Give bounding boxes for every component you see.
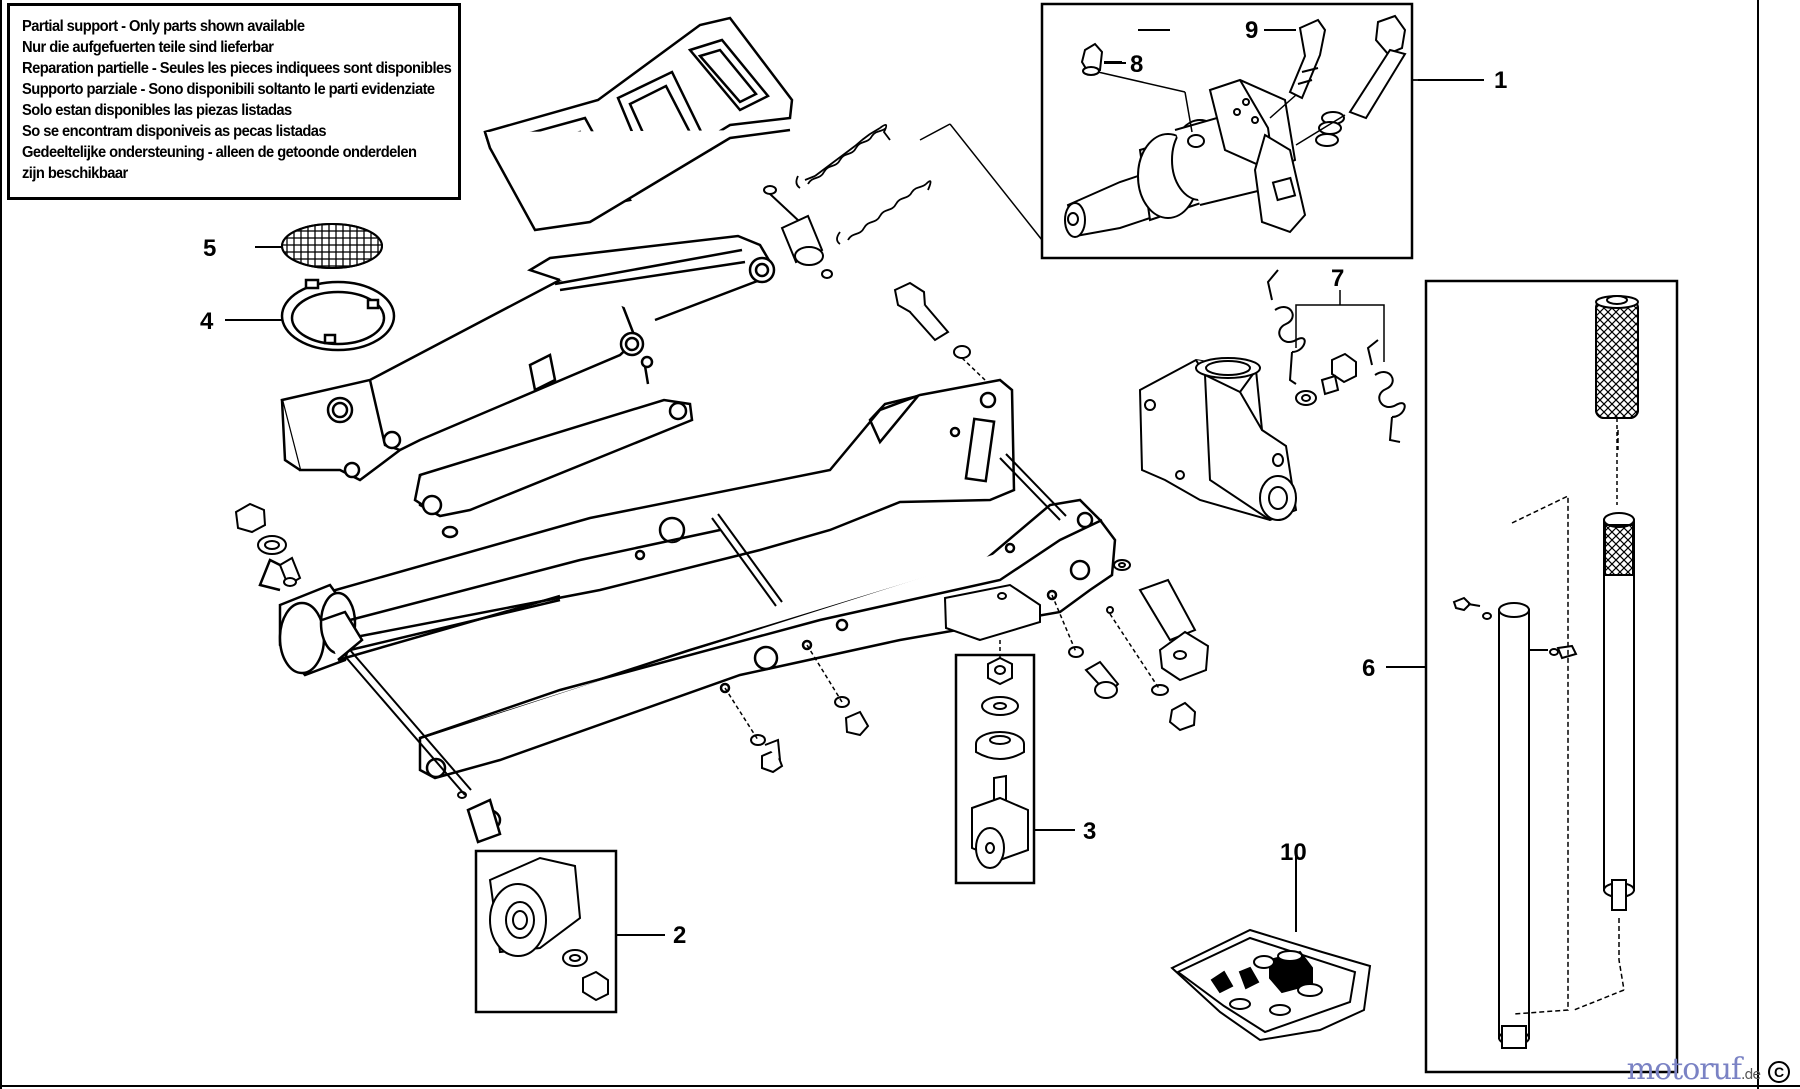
watermark-logo: motoruf.de (1626, 1052, 1761, 1087)
release-pin-part-9 (1269, 18, 1327, 119)
callout-7: 7 (1331, 265, 1344, 292)
callout-3: 3 (1083, 818, 1096, 845)
watermark-tld: .de (1741, 1067, 1761, 1083)
caster-bracket (943, 583, 1041, 660)
callout-6: 6 (1362, 655, 1375, 682)
notice-line-pt: So se encontram disponiveis as pecas lis… (22, 123, 327, 140)
hardware-kit-part-10 (1170, 856, 1372, 1042)
notice-line-nl-2: zijn beschikbaar (22, 165, 128, 182)
callout-8: 8 (1130, 51, 1143, 78)
saddle-pad-part-5 (255, 223, 383, 269)
rear-wheel-box (474, 849, 618, 1014)
pump-assembly-box (1040, 2, 1414, 260)
watermark-brand: motoruf (1626, 1052, 1742, 1087)
notice-line-fr: Reparation partielle - Seules les pieces… (22, 60, 452, 77)
cross-shafts (343, 453, 1067, 799)
notice-line-es: Solo estan disponibles las piezas listad… (22, 102, 292, 119)
callout-2: 2 (673, 922, 686, 949)
pump-base-part-7 (1138, 357, 1298, 522)
availability-notice-box: Partial support - Only parts shown avail… (7, 3, 461, 200)
copyright-icon: C (1768, 1061, 1790, 1083)
side-frame-rear (316, 378, 1016, 642)
pedal-pivot-pin (763, 185, 833, 279)
pump-springs-part-7 (1266, 269, 1406, 443)
caster-box (954, 653, 1036, 885)
saddle-ring-part-4 (225, 278, 396, 352)
pump-assembly (1064, 78, 1307, 238)
notice-line-it: Supporto parziale - Sono disponibili sol… (22, 81, 435, 98)
plug-part-8 (1080, 42, 1193, 133)
caster-part-3 (971, 656, 1075, 869)
callout-4: 4 (200, 308, 214, 335)
frame-hardware-right (724, 559, 1210, 774)
callout-1: 1 (1494, 67, 1507, 94)
callout-9: 9 (1245, 17, 1258, 44)
callout-10: 10 (1280, 839, 1307, 866)
side-frame-front (418, 498, 1117, 780)
callout-5: 5 (203, 235, 216, 262)
callout-7-bracket (1295, 290, 1385, 362)
handle-part-6 (1452, 295, 1639, 1049)
lift-arm (280, 234, 776, 482)
foot-pedal (483, 16, 794, 232)
handle-dashed-guides (1511, 430, 1625, 1015)
lift-link (413, 398, 694, 539)
notice-line-de: Nur die aufgefuerten teile sind lieferba… (22, 39, 274, 56)
pump-valve-parts (1295, 352, 1357, 406)
handle-box (1424, 279, 1679, 1074)
frame-bolt-upper (893, 281, 986, 381)
front-hardware (234, 502, 302, 587)
rear-wheel-part-2 (488, 856, 665, 1002)
notice-line-nl-1: Gedeeltelijke ondersteuning - alleen de … (22, 144, 417, 161)
return-springs (795, 123, 932, 245)
release-handle-stem (1295, 14, 1407, 147)
notice-line-en: Partial support - Only parts shown avail… (22, 18, 305, 35)
